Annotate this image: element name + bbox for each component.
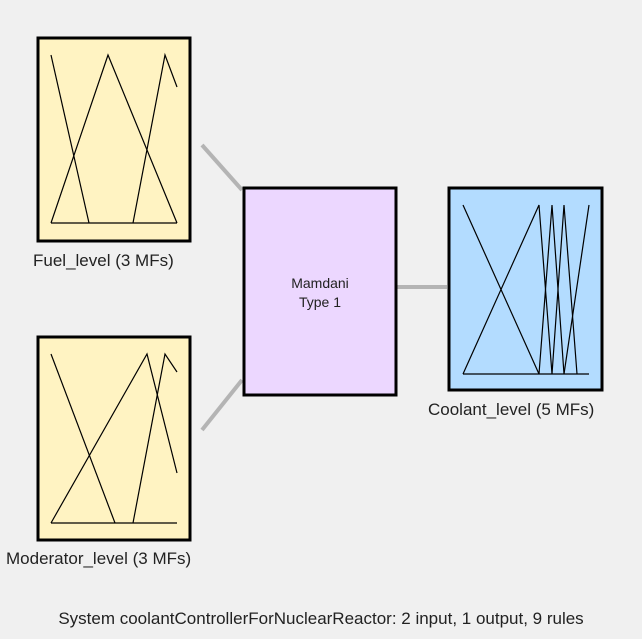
fis-diagram: Mamdani Type 1	[36, 36, 604, 542]
fuel-level-mf-plot	[50, 52, 178, 224]
engine-subtype-label: Type 1	[299, 294, 341, 310]
input-moderator-level-label: Moderator_level (3 MFs)	[6, 549, 192, 568]
output-coolant-level-label: Coolant_level (5 MFs)	[428, 400, 595, 419]
moderator-level-mf-plot	[50, 352, 178, 524]
input-fuel-level-label: Fuel_level (3 MFs)	[33, 251, 174, 270]
coolant-level-mf-plot	[462, 204, 590, 375]
inference-engine-box[interactable]	[242, 186, 398, 397]
system-summary: System coolantControllerForNuclearReacto…	[58, 609, 584, 628]
input-moderator-level[interactable]	[36, 335, 192, 542]
input-fuel-level[interactable]	[36, 36, 192, 243]
connector-moderator	[200, 378, 244, 432]
engine-type-label: Mamdani	[291, 275, 349, 291]
connector-fuel	[200, 143, 244, 192]
output-coolant-level[interactable]	[447, 186, 604, 392]
